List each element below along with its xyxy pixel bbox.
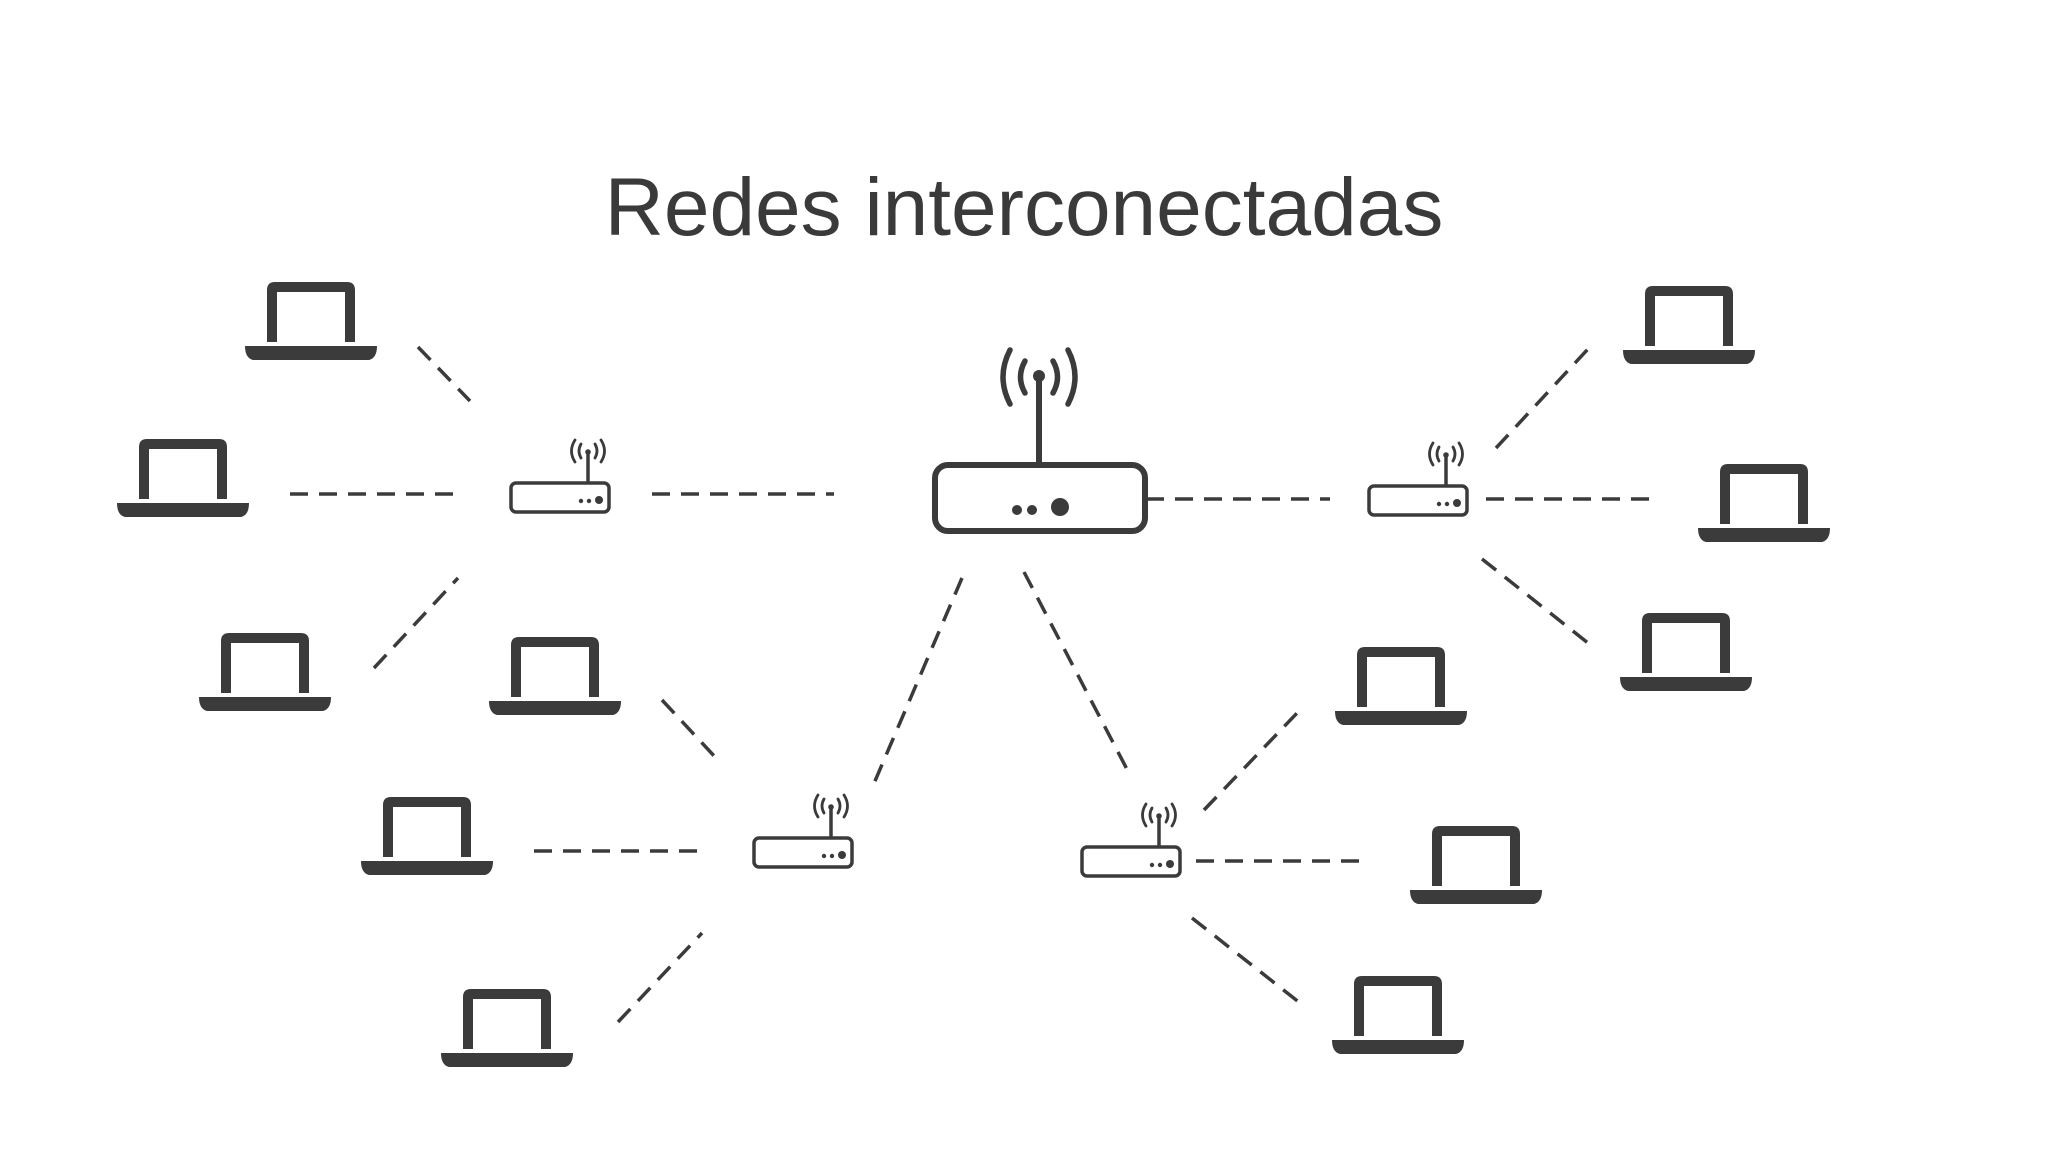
wireless-router-icon-a bbox=[509, 438, 611, 514]
link-central-router-d bbox=[1022, 571, 1132, 776]
link-central-router-b bbox=[870, 577, 964, 789]
laptop-icon bbox=[199, 633, 331, 711]
wireless-router-icon-c bbox=[1367, 441, 1469, 517]
wireless-router-icon-d bbox=[1080, 802, 1182, 878]
link-router-d-laptop-3 bbox=[1190, 916, 1302, 1005]
link-router-a-laptop-3 bbox=[372, 576, 460, 670]
main-router-icon bbox=[935, 350, 1145, 531]
page-title: Redes interconectadas bbox=[604, 162, 1444, 253]
wireless-router-icon-b bbox=[752, 793, 854, 869]
laptop-icon bbox=[245, 282, 377, 360]
laptop-icon bbox=[489, 637, 621, 715]
link-router-b-laptop-2 bbox=[616, 931, 704, 1024]
laptop-icon bbox=[441, 989, 573, 1067]
laptop-icon bbox=[1698, 464, 1830, 542]
laptop-icon bbox=[1623, 286, 1755, 364]
laptop-icon bbox=[117, 439, 249, 517]
laptop-icon bbox=[1410, 826, 1542, 904]
link-router-c-laptop-1 bbox=[1494, 347, 1590, 450]
laptop-icon bbox=[1332, 976, 1464, 1054]
link-router-d-laptop-1 bbox=[1202, 708, 1302, 812]
link-router-a-laptop-1 bbox=[416, 345, 472, 403]
link-router-a-laptop-4 bbox=[660, 698, 718, 760]
laptop-icon bbox=[1620, 613, 1752, 691]
link-router-c-laptop-3 bbox=[1480, 557, 1590, 645]
laptop-icon bbox=[361, 797, 493, 875]
laptop-icon bbox=[1335, 647, 1467, 725]
